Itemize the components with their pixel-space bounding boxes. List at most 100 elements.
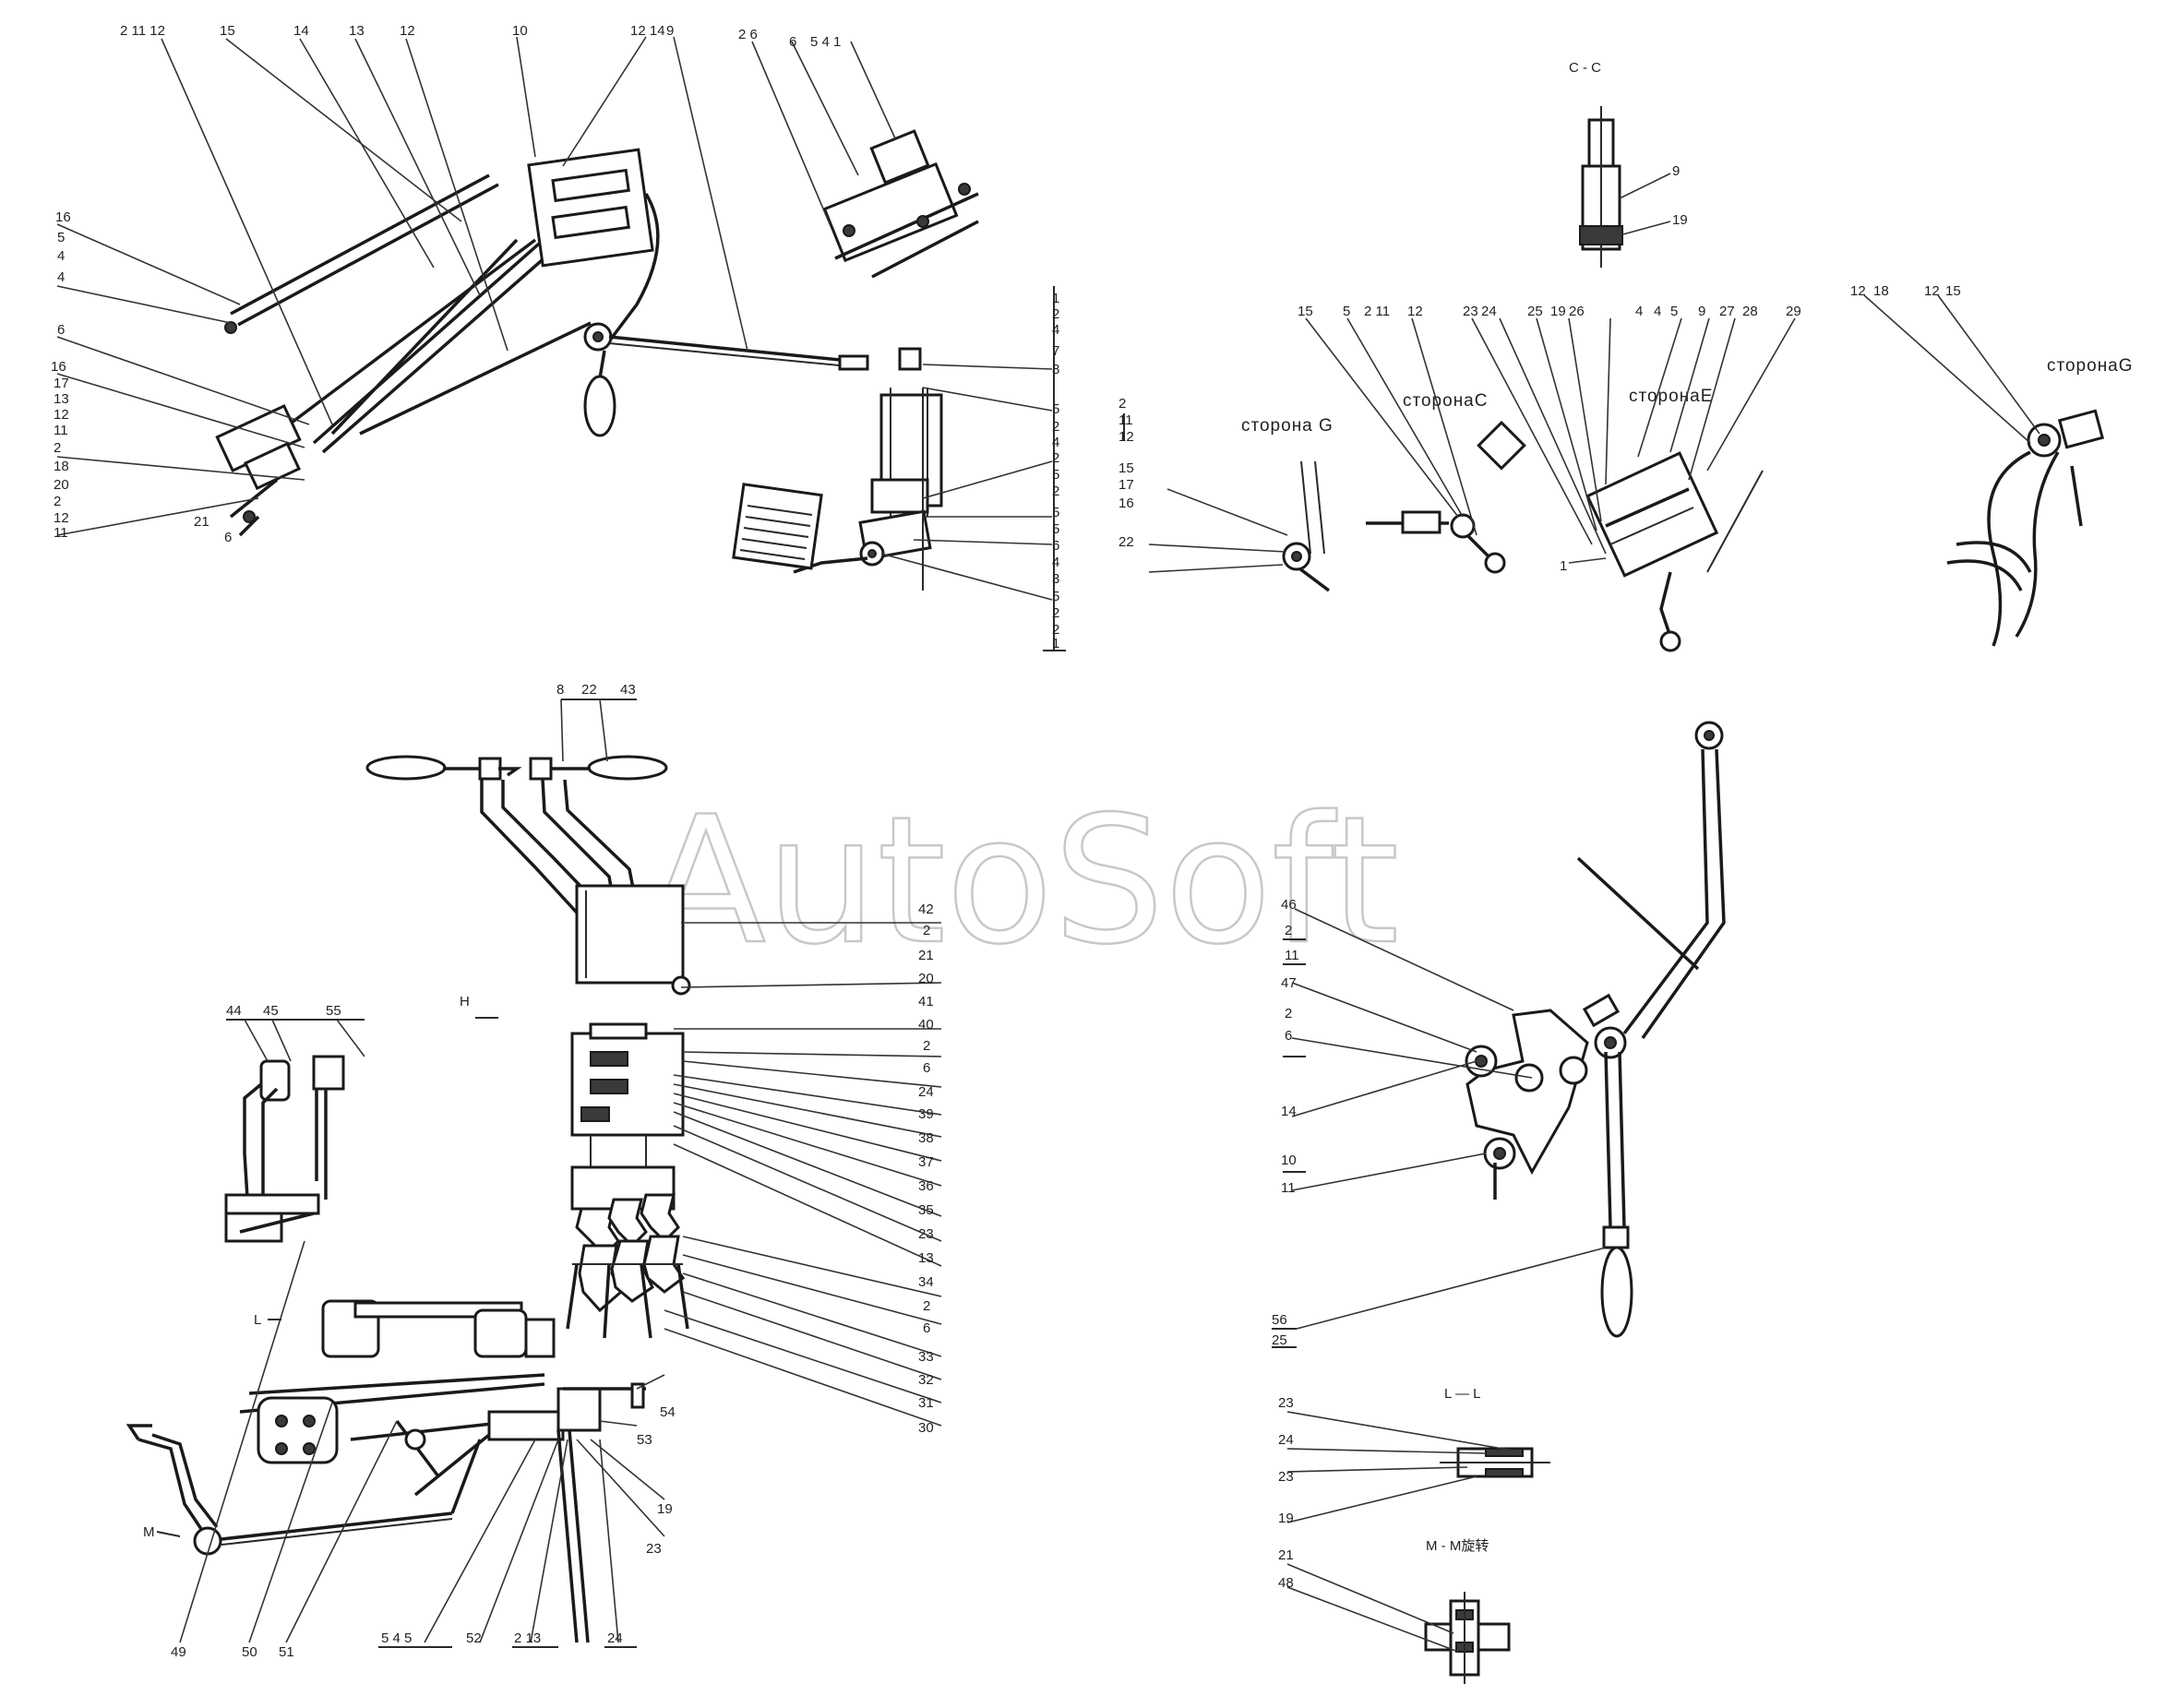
callout: 26	[1569, 304, 1585, 319]
callout: 20	[918, 971, 934, 986]
callout: 35	[918, 1202, 934, 1218]
callout: 4	[1052, 555, 1059, 570]
callout: 19	[1672, 212, 1688, 228]
callout: 3	[1052, 571, 1059, 587]
callout: 2	[1285, 1006, 1292, 1021]
callout: 12	[1924, 283, 1940, 299]
marker: M	[143, 1524, 155, 1540]
callout: 30	[918, 1420, 934, 1436]
callout: 2	[1052, 605, 1059, 621]
callout: 16	[1118, 496, 1134, 511]
callout: 36	[918, 1178, 934, 1194]
callout: 9	[666, 23, 674, 39]
callout: 39	[918, 1106, 934, 1122]
callout: 2	[54, 494, 61, 509]
view-label: сторона G	[1241, 416, 1334, 436]
callout: 15	[1298, 304, 1313, 319]
callout: 11	[54, 423, 68, 438]
callout: 2	[54, 440, 61, 456]
callout: 4	[1052, 435, 1059, 450]
callout: 34	[918, 1274, 934, 1290]
callout: 6	[1285, 1028, 1292, 1044]
callout: 43	[620, 682, 636, 698]
callout: 53	[637, 1432, 652, 1448]
callout: 8	[1052, 362, 1059, 377]
callout: 4	[1635, 304, 1643, 319]
top-centre-detail: 2 6 6 5 4 1	[738, 27, 979, 279]
callout: 2	[1052, 484, 1059, 499]
callout: 22	[1118, 534, 1134, 550]
callout: 17	[54, 376, 69, 391]
callout: 31	[918, 1395, 934, 1411]
side-c-view: сторонаC 15 5 2 11 12	[1298, 304, 1526, 574]
gearshift-assembly	[365, 755, 691, 1339]
callout: 8	[556, 682, 564, 698]
callout: 24	[607, 1630, 623, 1646]
callout: 11	[54, 525, 68, 541]
callout: 24	[1278, 1432, 1294, 1448]
callout: 16	[51, 359, 66, 375]
top-left-linkage	[215, 148, 869, 537]
callout: 4	[57, 248, 65, 264]
callout: 2 11 12	[120, 23, 165, 39]
callout: 21	[918, 948, 934, 963]
callout: 2	[1052, 622, 1059, 638]
callout: 6	[923, 1060, 930, 1076]
callout: 2	[1285, 923, 1292, 938]
side-g-view-2: сторонаG 12 18 12 15	[1850, 283, 2134, 647]
section-m-m: M - M旋转 21 48	[1278, 1538, 1511, 1684]
callout: 1	[1052, 291, 1059, 306]
callout: 9	[1698, 304, 1705, 319]
callout: 5	[1343, 304, 1350, 319]
brake-pedal-assembly	[732, 286, 1066, 651]
callout: 24	[1481, 304, 1497, 319]
callout: 2 11	[1364, 304, 1390, 319]
callout: 32	[918, 1372, 934, 1388]
callout: 2	[923, 1298, 930, 1314]
callout: 1	[1560, 558, 1567, 574]
callout: 4	[57, 269, 65, 285]
section-title: M - M旋转	[1426, 1538, 1489, 1554]
side-e-view: сторонаE 23 24 25 19 26 4 4 5 9 27 28 29…	[1463, 304, 1801, 652]
callout: 21	[194, 514, 209, 530]
callout: 18	[54, 459, 69, 474]
callout: 44	[226, 1003, 242, 1019]
callout: 6	[57, 322, 65, 338]
callout: 49	[171, 1644, 186, 1660]
top-left-leaders	[56, 36, 748, 536]
section-c-c: C - C 9 19	[1569, 60, 1688, 268]
lever-left-callouts: 8 22 43 42 2 21 20 41 40 2 6 24 39 38 37…	[171, 682, 934, 1660]
callout: 19	[657, 1501, 673, 1517]
callout: 13	[349, 23, 365, 39]
callout: 15	[1118, 460, 1134, 476]
callout: 6	[789, 34, 796, 50]
callout: 25	[1272, 1332, 1287, 1348]
lever-left-leaders	[179, 699, 942, 1648]
callout: 15	[220, 23, 235, 39]
callout: 5	[1052, 401, 1059, 417]
view-label: сторонаG	[2047, 356, 2134, 376]
callout: 11	[1118, 412, 1133, 428]
callout: 14	[293, 23, 309, 39]
callout: 54	[660, 1404, 676, 1420]
callout: 5	[1052, 467, 1059, 483]
callout: 6	[224, 530, 232, 545]
callout: 37	[918, 1154, 934, 1170]
view-label: сторонаE	[1629, 387, 1713, 406]
side-g-view-1: сторона G 2 11 12 15 17 16 22	[1118, 396, 1334, 592]
callout: 40	[918, 1017, 934, 1033]
callout: 12	[1850, 283, 1866, 299]
callout: 17	[1118, 477, 1134, 493]
callout: 6	[923, 1320, 930, 1336]
callout: 12	[54, 510, 69, 526]
callout: 20	[54, 477, 69, 493]
callout: 10	[512, 23, 528, 39]
callout: 28	[1742, 304, 1758, 319]
callout: 19	[1278, 1511, 1294, 1526]
callout: 15	[1945, 283, 1961, 299]
callout: 38	[918, 1130, 934, 1146]
lower-left-linkage	[126, 1055, 646, 1643]
callout: 25	[1527, 304, 1543, 319]
callout: 55	[326, 1003, 341, 1019]
callout: 47	[1281, 975, 1297, 991]
